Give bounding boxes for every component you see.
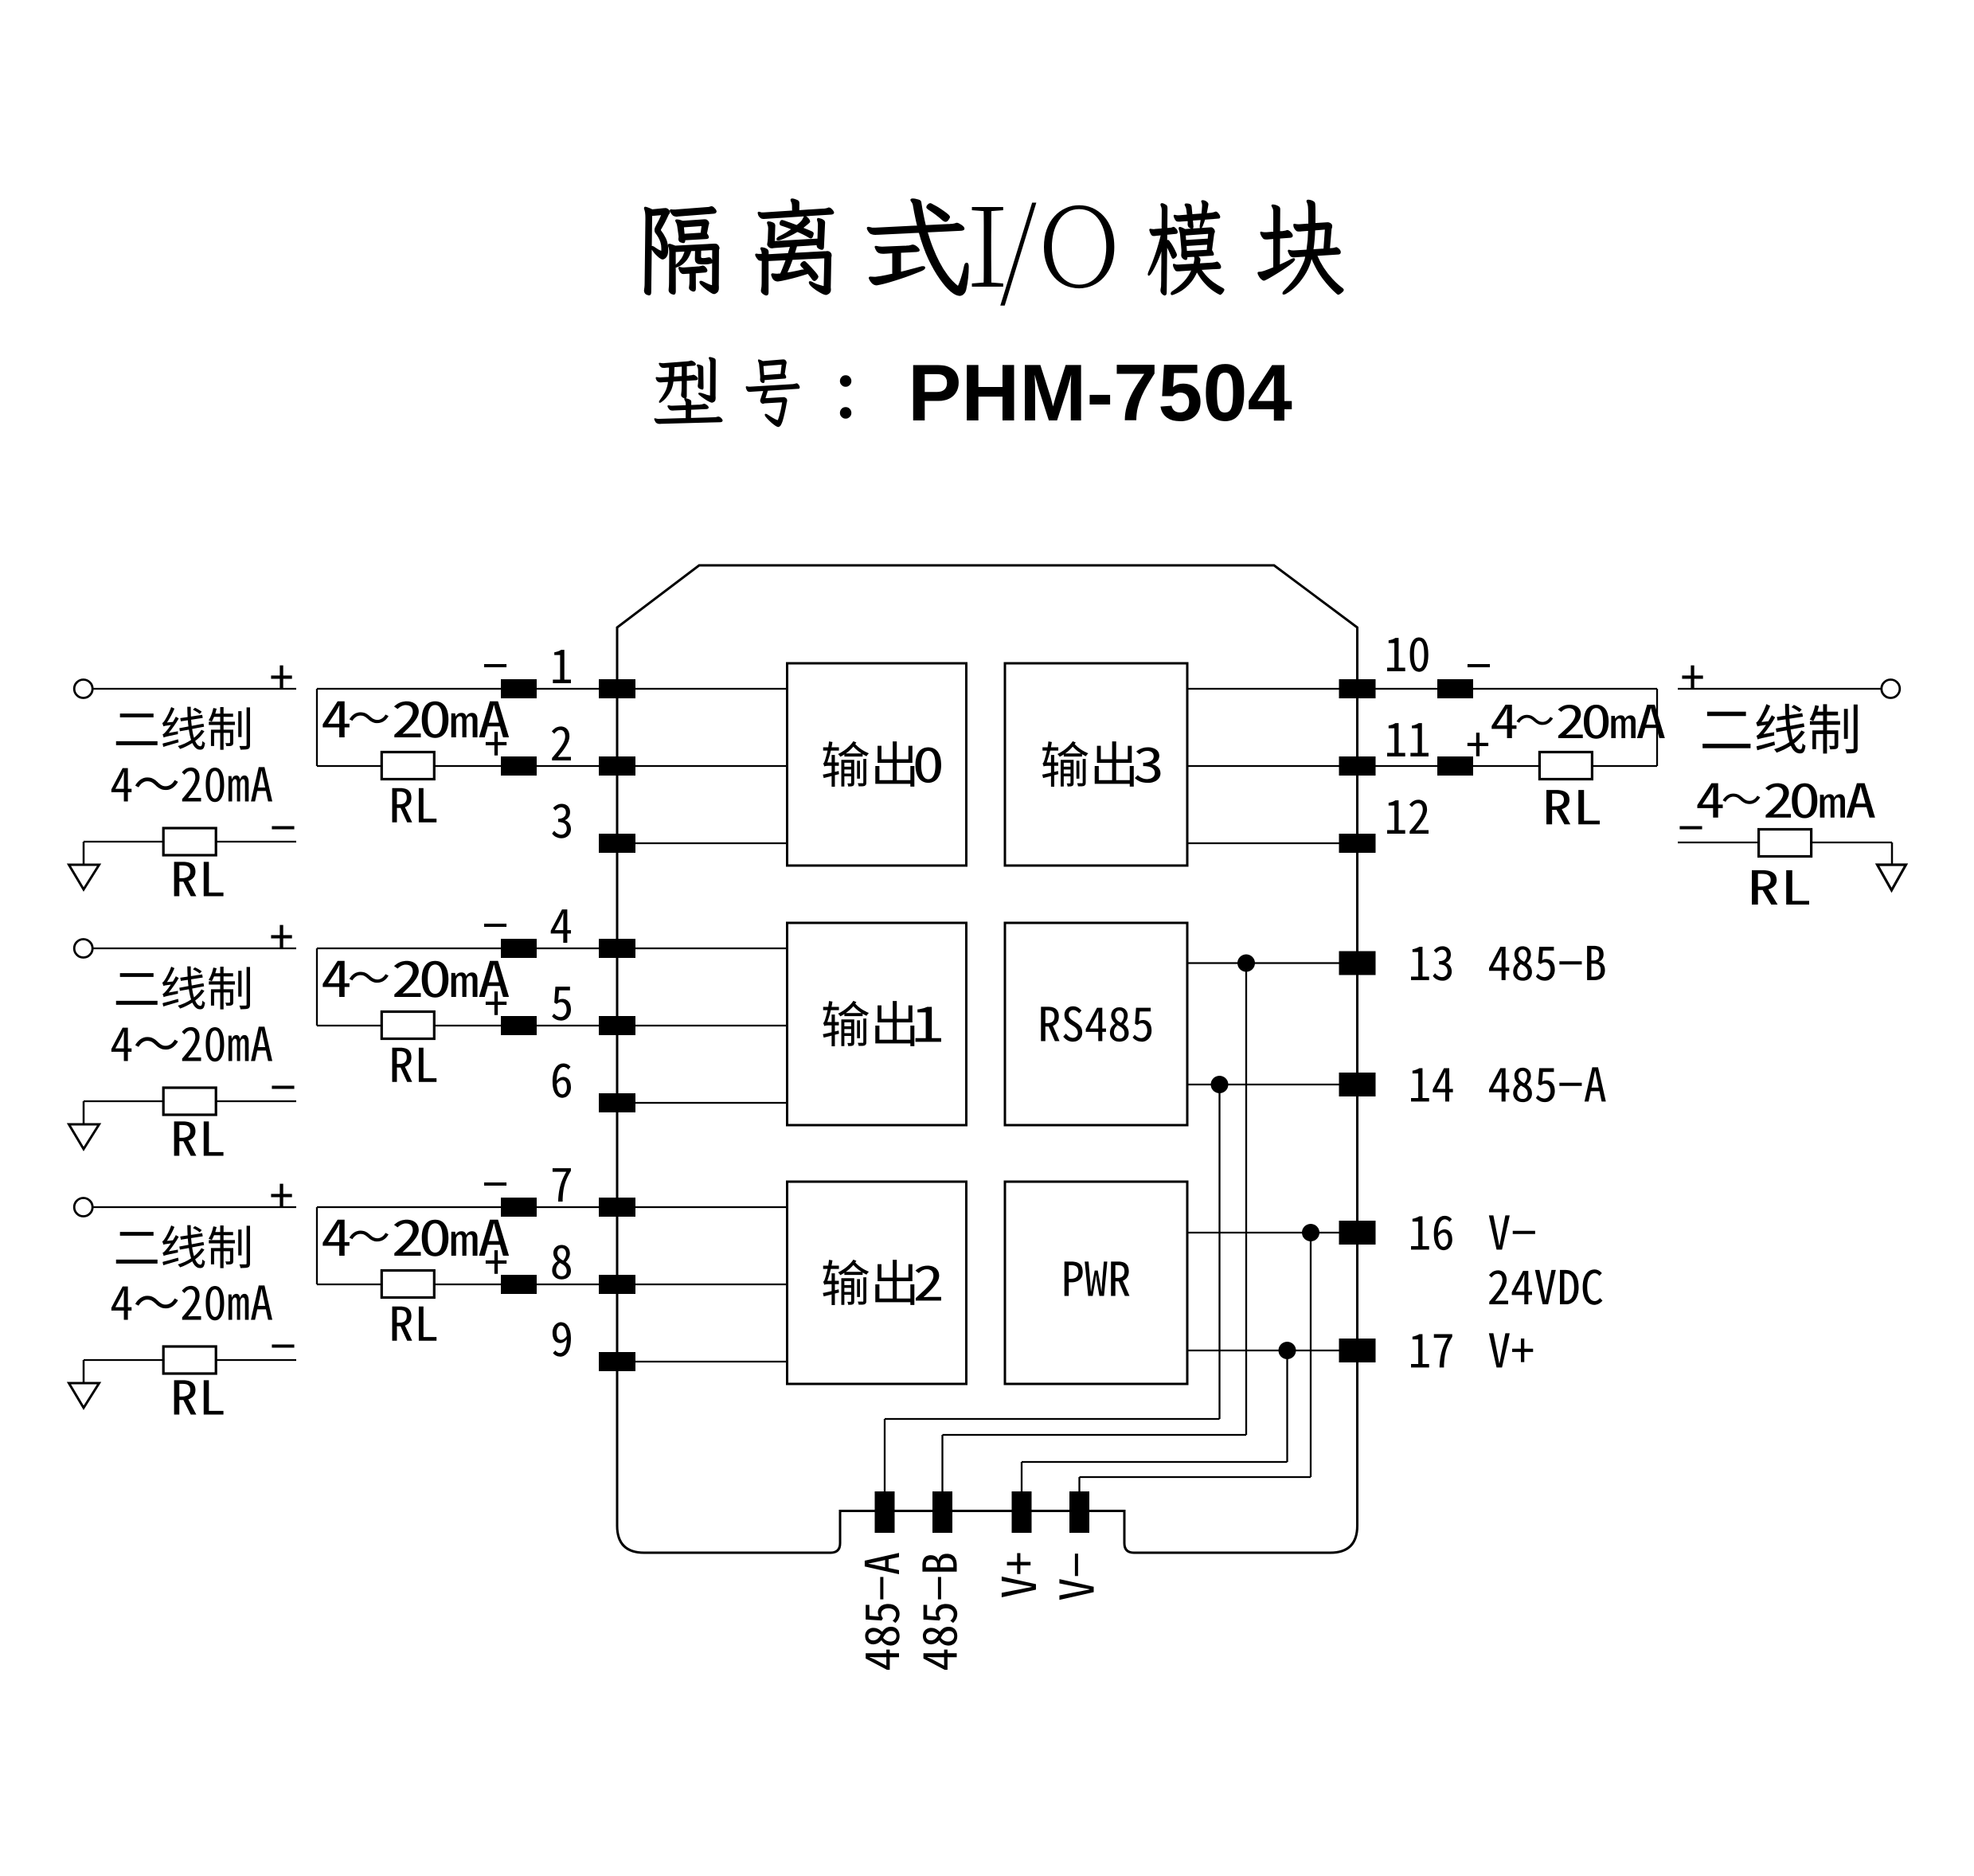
svg-text:PHM-7504: PHM-7504 xyxy=(908,349,1292,438)
